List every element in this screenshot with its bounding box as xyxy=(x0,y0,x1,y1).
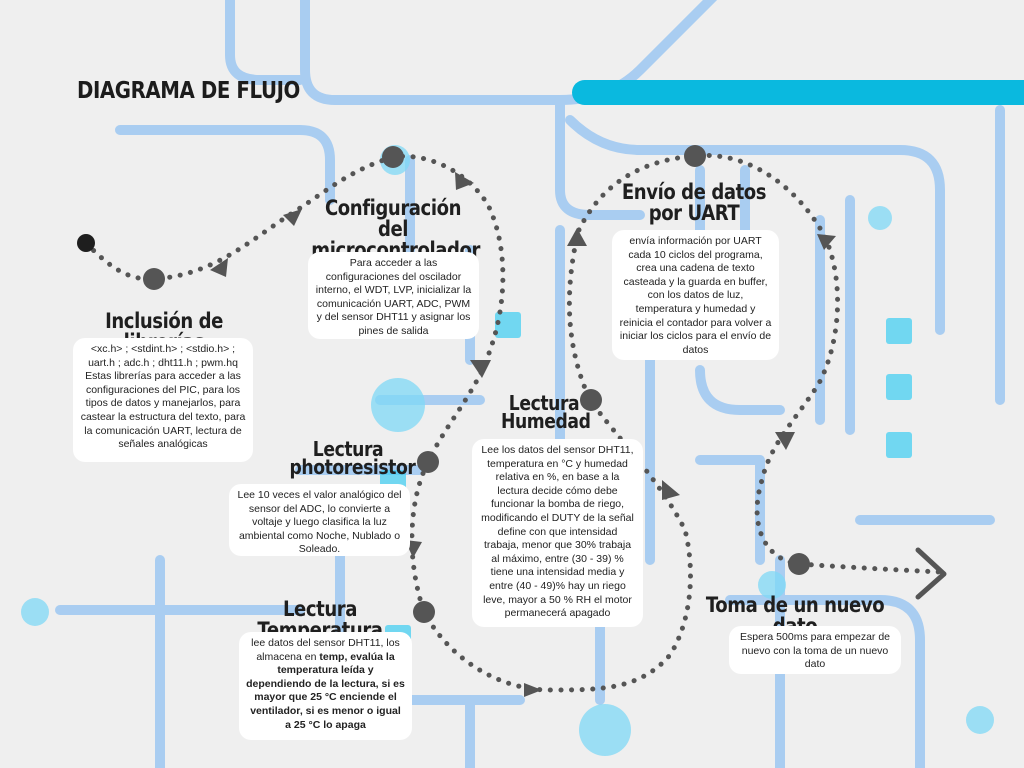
photoresistor-heading-line2: photoresistor xyxy=(289,455,416,479)
uart-heading-line2: por UART xyxy=(648,201,740,225)
uart-description: envía información por UART cada 10 ciclo… xyxy=(612,230,779,360)
config-description: Para acceder a las configuraciones del o… xyxy=(308,252,479,339)
photoresistor-description: Lee 10 veces el valor analógico del sens… xyxy=(229,484,410,556)
uart-heading: Envío de datos por UART xyxy=(620,182,768,224)
photoresistor-heading-line1: Lectura xyxy=(312,437,384,461)
humidity-description: Lee los datos del sensor DHT11, temperat… xyxy=(472,439,643,627)
humidity-heading: Lectura Humedad xyxy=(501,391,591,433)
humidity-heading-line2: Humedad xyxy=(501,409,591,433)
page-title: DIAGRAMA DE FLUJO xyxy=(77,78,300,104)
new-data-description: Espera 500ms para empezar de nuevo con l… xyxy=(729,626,901,674)
libraries-description: <xc.h> ; <stdint.h> ; <stdio.h> ; uart.h… xyxy=(73,338,253,462)
photoresistor-heading: Lectura photoresistor xyxy=(289,437,416,479)
config-heading-line1: Configuración del xyxy=(324,196,462,241)
temperature-description-text: lee datos del sensor DHT11, los almacena… xyxy=(251,637,400,663)
uart-heading-line1: Envío de datos xyxy=(621,180,767,204)
humidity-heading-line1: Lectura xyxy=(508,391,580,415)
temperature-description-bold: temp, evalúa la temperatura leída y depe… xyxy=(246,650,405,731)
temperature-description: lee datos del sensor DHT11, los almacena… xyxy=(239,632,412,740)
